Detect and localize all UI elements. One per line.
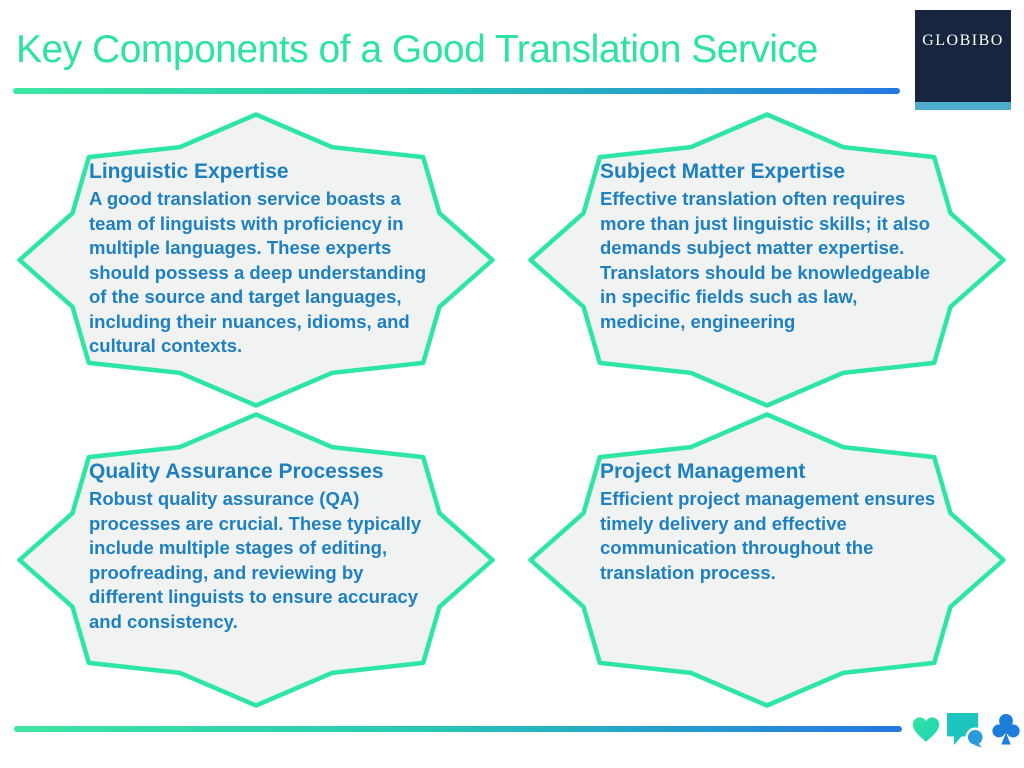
footer-divider — [14, 726, 902, 732]
starburst-shape — [528, 112, 1006, 408]
footer-icons — [911, 711, 1020, 748]
card-title: Linguistic Expertise — [89, 160, 289, 183]
card-title: Subject Matter Expertise — [600, 160, 846, 183]
card-content: Subject Matter Expertise Effective trans… — [600, 160, 984, 334]
card-content: Project Management Efficient project man… — [600, 460, 984, 585]
logo-text: GLOBIBO — [922, 32, 1004, 49]
header-divider — [13, 88, 900, 94]
card-content: Linguistic Expertise A good translation … — [89, 160, 473, 359]
card-subject-matter-expertise: Subject Matter Expertise Effective trans… — [528, 112, 1006, 408]
logo-box: GLOBIBO — [915, 10, 1011, 102]
card-title: Project Management — [600, 460, 806, 483]
heart-icon — [912, 717, 940, 742]
card-body: Efficient project management ensures tim… — [600, 488, 936, 583]
card-quality-assurance: Quality Assurance Processes Robust quali… — [17, 412, 495, 708]
card-title: Quality Assurance Processes — [89, 460, 384, 483]
starburst-shape — [17, 412, 495, 708]
card-linguistic-expertise: Linguistic Expertise A good translation … — [17, 112, 495, 408]
starburst-shape — [528, 412, 1006, 708]
page-title: Key Components of a Good Translation Ser… — [16, 28, 818, 71]
globibo-logo: GLOBIBO — [915, 10, 1011, 110]
chat-icon — [947, 712, 985, 748]
card-project-management: Project Management Efficient project man… — [528, 412, 1006, 708]
logo-accent-strip — [915, 102, 1011, 110]
club-icon — [992, 713, 1020, 744]
starburst-shape — [17, 112, 495, 408]
card-body: Effective translation often requires mor… — [600, 188, 930, 332]
card-body: Robust quality assurance (QA) processes … — [89, 488, 422, 632]
card-body: A good translation service boasts a team… — [89, 188, 427, 356]
card-content: Quality Assurance Processes Robust quali… — [89, 460, 473, 634]
